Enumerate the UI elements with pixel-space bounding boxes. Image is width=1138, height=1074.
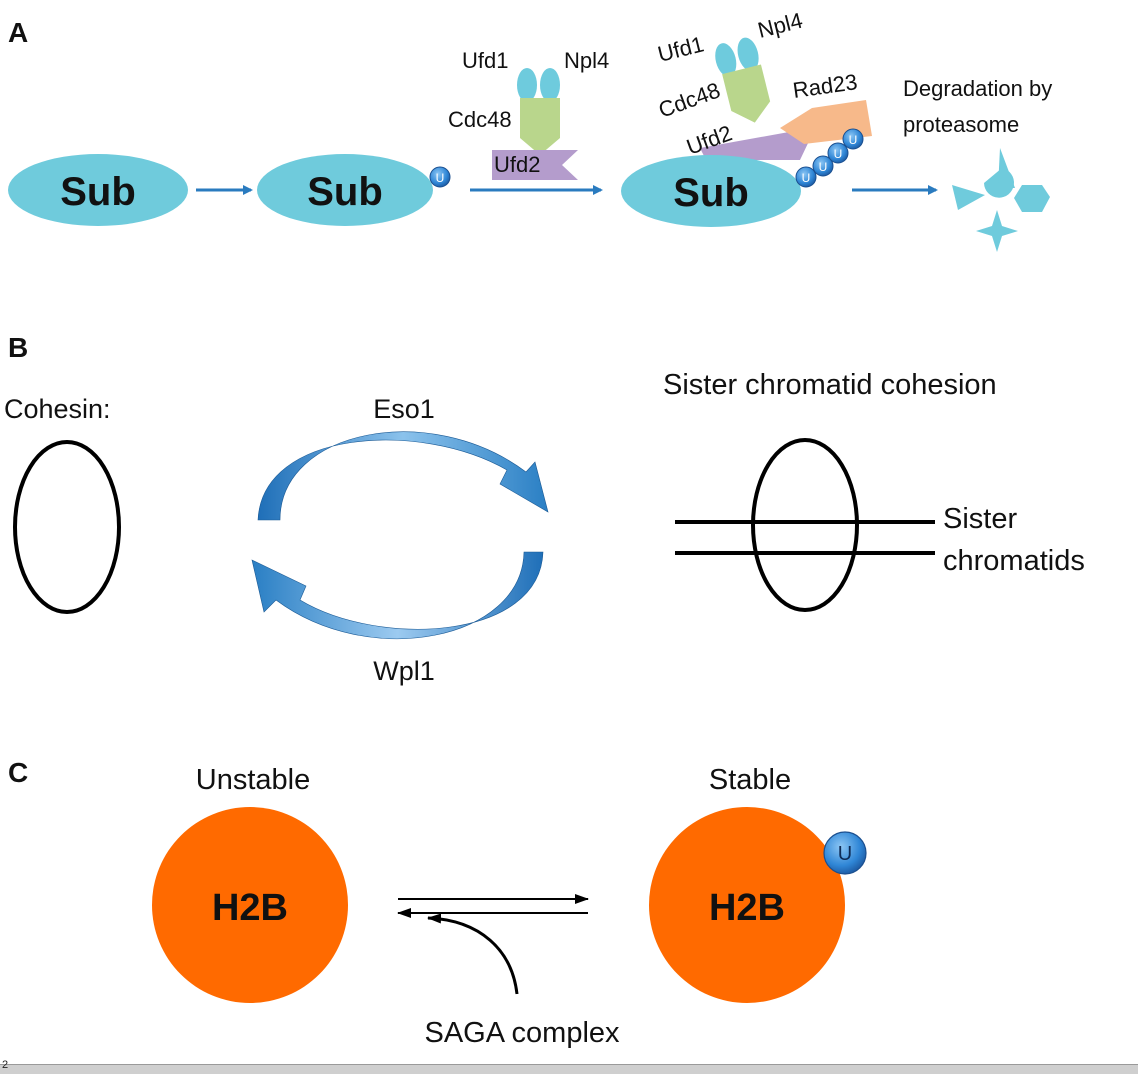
substrate-2-ellipse [257, 154, 433, 226]
degradation-label-line2: proteasome [903, 112, 1019, 137]
saga-label: SAGA complex [424, 1017, 620, 1049]
wpl1-label: Wpl1 [373, 656, 435, 686]
substrate-1-ellipse [8, 154, 188, 226]
panel-c: C Unstable Stable H2B H2B U SAGA complex [8, 757, 867, 1049]
cohesin-label: Cohesin: [4, 394, 111, 424]
ufd1-icon [517, 68, 537, 102]
panel-a: A Sub Sub U Ufd1 Npl4 Cdc48 Ufd2 [8, 8, 1052, 252]
panel-c-label: C [8, 757, 28, 788]
cdc48-label-2: Cdc48 [655, 77, 723, 122]
ubiquitin-label-4: U [849, 133, 858, 147]
ufd1-label: Ufd1 [462, 48, 508, 73]
wpl1-cycle-arrow-icon [251, 551, 544, 640]
panel-b: B Cohesin: Eso1 Wpl1 Sister chromatid co… [4, 332, 1085, 686]
ubiquitin-label-1: U [802, 171, 811, 185]
panel-a-label: A [8, 17, 28, 48]
stable-label: Stable [709, 764, 791, 796]
saga-inhibit-arrow [427, 913, 519, 995]
substrate-2: Sub U [257, 154, 451, 226]
cohesin-ring-icon [13, 440, 121, 614]
cdc48-label: Cdc48 [448, 107, 512, 132]
h2b-unstable-icon [152, 807, 348, 1003]
degradation-label-line1: Degradation by [903, 76, 1052, 101]
substrate-3-ellipse [621, 155, 801, 227]
degraded-fragments-icon [952, 148, 1050, 252]
ubiquitin-label: U [436, 171, 445, 185]
cdc48-icon [520, 98, 560, 155]
rad23-label: Rad23 [791, 69, 859, 103]
h2b-stable-icon [649, 807, 845, 1003]
ubiquitin-icon [429, 166, 451, 188]
ufd1-label-2: Ufd1 [655, 31, 706, 67]
eso1-label: Eso1 [373, 394, 435, 424]
substrate-2-label: Sub [307, 170, 383, 214]
ubiquitin-label-3: U [834, 147, 843, 161]
sister-label-line2: chromatids [943, 545, 1085, 577]
ubiquitin-icon-3 [827, 142, 849, 164]
cdc48-group-2 [715, 37, 771, 123]
substrate-1: Sub [8, 154, 188, 226]
h2b-stable-label: H2B [709, 887, 785, 929]
ubiquitin-icon-4 [842, 128, 864, 150]
fragment-star-icon [976, 210, 1018, 252]
ufd2-label: Ufd2 [494, 152, 540, 177]
npl4-icon [540, 68, 560, 102]
ubiquitin-label-2: U [819, 160, 828, 174]
cdc48-icon-2 [722, 64, 771, 123]
ufd1-icon-2 [715, 43, 737, 77]
cohesion-ring-icon [751, 438, 859, 612]
bottom-scrollbar[interactable]: 2 [0, 1059, 1138, 1074]
substrate-3-complex: Sub U U U U Ufd2 Cdc48 Ufd1 Npl4 Rad23 [621, 8, 872, 227]
ubiquitin-icon-2 [812, 155, 834, 177]
ubiquitin-icon-1 [795, 166, 817, 188]
substrate-3-label: Sub [673, 171, 749, 215]
ubiquitin-icon-h2b [823, 831, 867, 875]
h2b-unstable-label: H2B [212, 887, 288, 929]
npl4-label: Npl4 [564, 48, 609, 73]
cohesion-title: Sister chromatid cohesion [663, 369, 997, 401]
npl4-label-2: Npl4 [755, 8, 805, 43]
substrate-1-label: Sub [60, 170, 136, 214]
polyubiquitin-chain: U U U U [795, 128, 864, 188]
npl4-icon-2 [737, 37, 759, 71]
cdc48-complex-1: Ufd1 Npl4 Cdc48 Ufd2 [448, 48, 609, 180]
fragment-triangle-icon [952, 185, 985, 210]
fragment-shard-icon [998, 148, 1015, 188]
sister-label-line1: Sister [943, 503, 1017, 535]
ufd2-icon [492, 150, 578, 180]
ubiquitin-label-h2b: U [838, 843, 852, 865]
ufd2-icon-2 [700, 118, 820, 160]
footer-label: 2 [2, 1059, 9, 1071]
unstable-label: Unstable [196, 764, 310, 796]
fragment-hexagon-icon [1014, 185, 1050, 212]
eso1-cycle-arrow-icon [257, 431, 549, 521]
panel-b-label: B [8, 332, 28, 363]
